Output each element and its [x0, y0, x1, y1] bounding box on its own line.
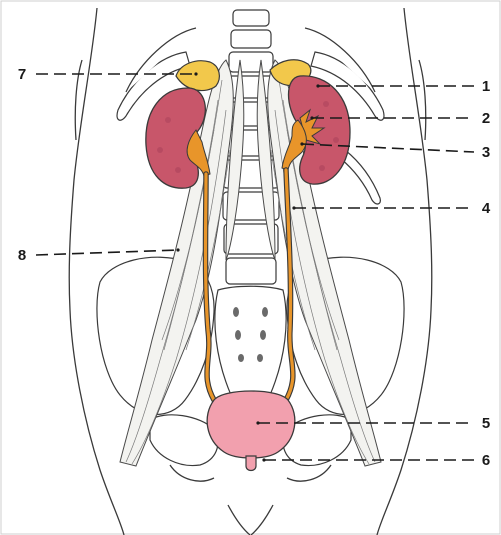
- callout-1: 1: [482, 78, 490, 95]
- callout-3: 3: [482, 144, 490, 161]
- callout-6: 6: [482, 452, 490, 469]
- callout-4: 4: [482, 200, 491, 217]
- callout-5: 5: [482, 415, 490, 432]
- callout-8: 8: [18, 247, 26, 264]
- urinary-bladder: [207, 391, 295, 458]
- sacrum: [215, 286, 286, 406]
- callout-7: 7: [18, 66, 26, 83]
- urethra: [246, 456, 256, 471]
- callout-2: 2: [482, 110, 490, 127]
